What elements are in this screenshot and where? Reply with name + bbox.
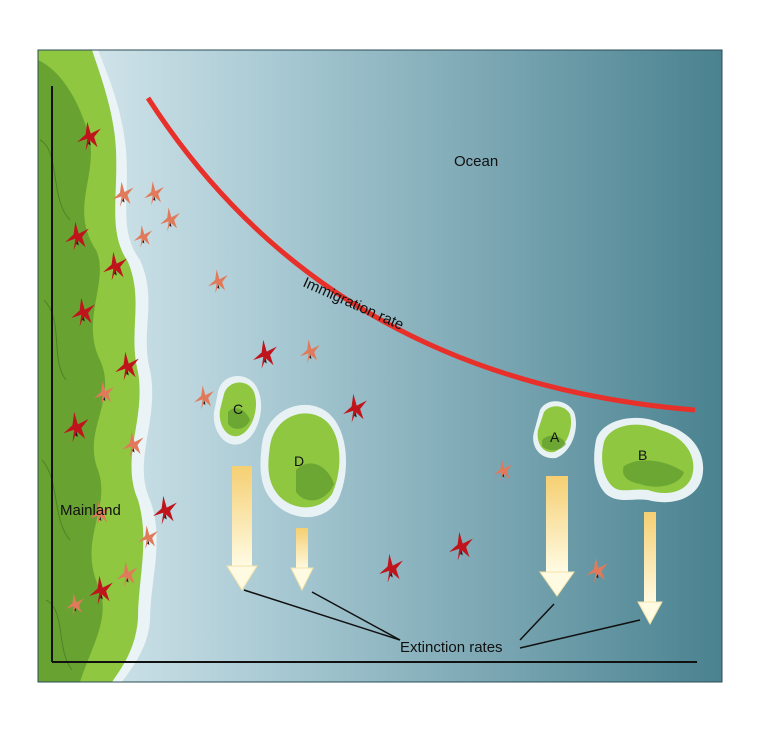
island-b-label: B — [638, 447, 647, 463]
island-c-label: C — [233, 401, 243, 417]
island-d — [260, 404, 347, 518]
extinction-arrow-d — [290, 528, 314, 592]
island-b — [594, 417, 704, 503]
immigration-rate-curve — [145, 96, 696, 413]
extinction-leader-lines — [243, 589, 641, 649]
extinction-arrow-b — [637, 512, 663, 626]
extinction-arrow-c — [226, 466, 258, 591]
island-c — [213, 375, 262, 445]
mainland — [38, 50, 157, 682]
island-d-label: D — [294, 453, 304, 469]
extinction-arrow-a — [539, 476, 575, 597]
island-a-label: A — [550, 429, 560, 445]
extinction-rates-label: Extinction rates — [400, 639, 503, 656]
island-a — [533, 401, 576, 459]
mainland-label: Mainland — [60, 502, 121, 519]
axes — [51, 86, 697, 663]
ocean-label: Ocean — [454, 153, 498, 170]
